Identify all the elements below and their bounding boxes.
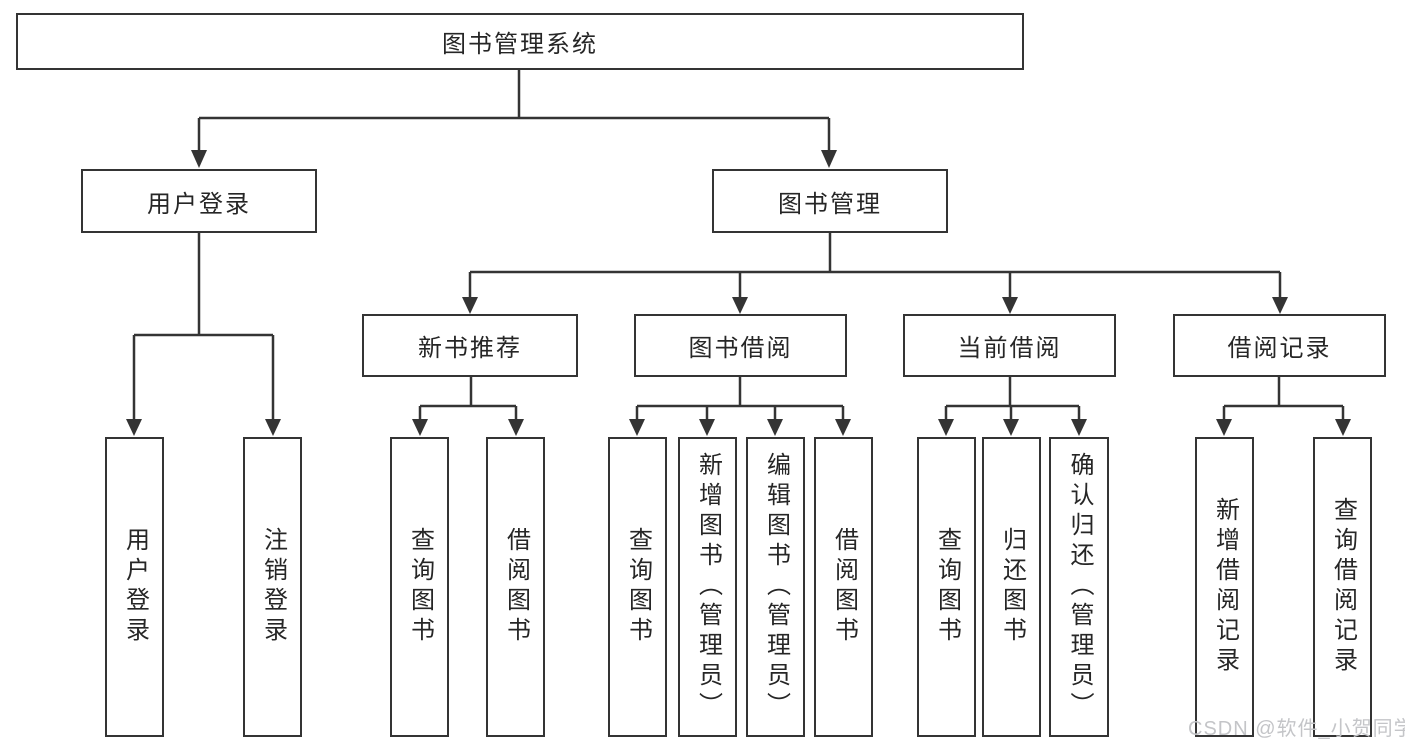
leaf-borrow-books-borrow: 借阅图书: [814, 437, 873, 737]
leaf-user-login: 用户登录: [105, 437, 164, 737]
node-new-book-recommend: 新书推荐: [362, 314, 578, 377]
leaf-query-borrow-record-label: 查询借阅记录: [1329, 497, 1357, 677]
node-borrow-records: 借阅记录: [1173, 314, 1386, 377]
node-book-borrow-label: 图书借阅: [688, 335, 793, 362]
leaf-add-book-admin: 新增图书（管理员）: [678, 437, 737, 737]
leaf-query-borrow-record: 查询借阅记录: [1313, 437, 1372, 737]
node-current-borrow-label: 当前借阅: [957, 335, 1062, 362]
leaf-logout-login: 注销登录: [243, 437, 302, 737]
leaf-return-book: 归还图书: [982, 437, 1041, 737]
leaf-add-book-admin-label: 新增图书（管理员）: [694, 452, 722, 722]
leaf-edit-book-admin: 编辑图书（管理员）: [746, 437, 805, 737]
leaf-query-books-current-label: 查询图书: [933, 527, 961, 647]
watermark: CSDN @软件_小贺同学: [1188, 718, 1405, 740]
node-user-login: 用户登录: [81, 169, 317, 233]
node-new-book-recommend-label: 新书推荐: [418, 335, 522, 362]
leaf-confirm-return-admin: 确认归还（管理员）: [1049, 437, 1109, 737]
node-root-label: 图书管理系统: [442, 31, 598, 58]
leaf-query-books-newbooks: 查询图书: [390, 437, 449, 737]
leaf-edit-book-admin-label: 编辑图书（管理员）: [762, 452, 790, 722]
node-user-login-label: 用户登录: [147, 190, 251, 218]
leaf-query-books-borrow-label: 查询图书: [624, 527, 652, 647]
node-book-management-label: 图书管理: [778, 190, 882, 218]
leaf-query-books-newbooks-label: 查询图书: [406, 527, 434, 647]
node-book-management: 图书管理: [712, 169, 948, 233]
leaf-query-books-current: 查询图书: [917, 437, 976, 737]
node-current-borrow: 当前借阅: [903, 314, 1116, 377]
leaf-confirm-return-admin-label: 确认归还（管理员）: [1066, 452, 1093, 722]
node-root: 图书管理系统: [16, 13, 1024, 70]
leaf-user-login-label: 用户登录: [121, 527, 149, 647]
node-book-borrow: 图书借阅: [634, 314, 847, 377]
leaf-add-borrow-record-label: 新增借阅记录: [1211, 497, 1239, 677]
leaf-return-book-label: 归还图书: [998, 527, 1026, 647]
leaf-query-books-borrow: 查询图书: [608, 437, 667, 737]
node-borrow-records-label: 借阅记录: [1227, 335, 1332, 362]
leaf-add-borrow-record: 新增借阅记录: [1195, 437, 1254, 737]
leaf-borrow-books-borrow-label: 借阅图书: [830, 527, 858, 647]
leaf-borrow-books-newbooks: 借阅图书: [486, 437, 545, 737]
leaf-borrow-books-newbooks-label: 借阅图书: [502, 527, 530, 647]
leaf-logout-login-label: 注销登录: [259, 527, 287, 647]
